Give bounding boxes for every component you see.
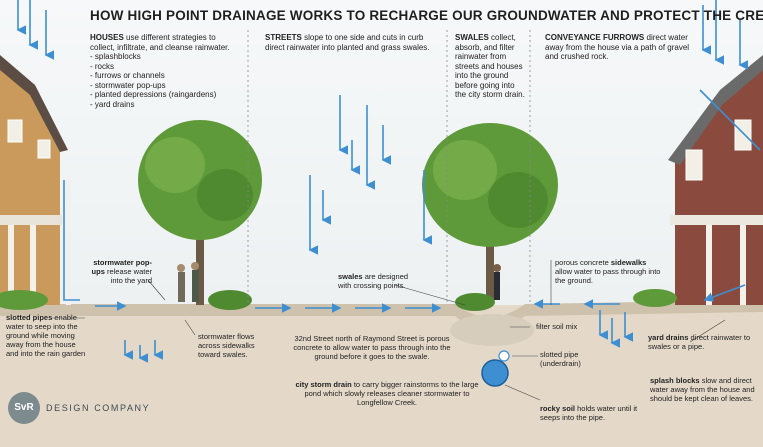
left-yard-shrubs [0, 290, 48, 310]
splash-bold: splash blocks [650, 376, 700, 385]
rocky-bold: rocky soil [540, 404, 576, 413]
list-item: - rocks [90, 61, 114, 71]
storm-drain-text: to carry bigger rainstorms to the large … [304, 380, 479, 407]
filter-soil-label: filter soil mix [536, 322, 578, 331]
slotted-pipe-label: slotted pipe (underdrain) [540, 350, 581, 368]
leader-lines [50, 260, 726, 401]
porous-bold: sidewalks [610, 258, 647, 267]
swales-design-bold: swales [338, 272, 363, 281]
houses-text: use different strategies to collect, inf… [90, 33, 230, 52]
rocky-text: holds water until it seeps into the pipe… [540, 404, 638, 422]
popups-label: stormwater pop-ups release water into th… [88, 258, 152, 285]
pedestrians [177, 262, 501, 302]
slotted-pipes-label: slotted pipes enable water to seep into … [6, 313, 86, 358]
yard-drains-label: yard drains direct rainwater to swales o… [648, 333, 756, 351]
rain-arrows [16, 0, 748, 363]
furrows-column: CONVEYANCE FURROWS direct water away fro… [545, 33, 690, 62]
furrows-text: direct water away from the house via a p… [545, 33, 690, 61]
right-tree [422, 123, 558, 305]
swales-crossing-label: swales are designed with crossing points… [338, 272, 418, 290]
storm-drain-bold: city storm drain [295, 380, 352, 389]
company-name: DESIGN COMPANY [46, 403, 151, 413]
streets-column: STREETS slope to one side and cuts in cu… [265, 33, 435, 52]
rocky-soil-label: rocky soil holds water until it seeps in… [540, 404, 650, 422]
porous-text-a: porous concrete [555, 258, 611, 267]
swale-shrubs [455, 293, 495, 311]
popups-bold: stormwater pop-ups [91, 258, 152, 276]
stormwater-flows-label: stormwater flows across sidewalks toward… [198, 332, 255, 359]
splash-blocks-label: splash blocks slow and direct water away… [650, 376, 758, 403]
yard-text: direct rainwater to swales or a pipe. [648, 333, 751, 351]
houses-heading: HOUSES [90, 33, 124, 42]
slotted-bold: slotted pipes [6, 313, 53, 322]
list-item: - planted depressions (raingardens) [90, 90, 217, 99]
list-item: - furrows or channels [90, 71, 165, 80]
underdrain-pipe [498, 350, 510, 362]
company-logo: SvR [8, 392, 40, 424]
soil-layer [0, 305, 763, 447]
furrows-heading: CONVEYANCE FURROWS [545, 33, 645, 42]
splash-text: slow and direct water away from the hous… [650, 376, 755, 403]
downspout-arrows [63, 89, 761, 301]
list-item: - yard drains [90, 99, 135, 109]
swales-text: collect, absorb, and filter rainwater fr… [455, 33, 525, 99]
porous-sidewalks-label: porous concrete sidewalks allow water to… [555, 258, 665, 285]
houses-column: HOUSES use different strategies to colle… [90, 33, 240, 109]
list-item: - stormwater pop-ups [90, 80, 166, 90]
right-yard-shrubs [633, 289, 677, 307]
ground-surface [0, 300, 763, 331]
swales-column: SWALES collect, absorb, and filter rainw… [455, 33, 525, 100]
left-tree [138, 120, 262, 305]
left-house [0, 55, 71, 305]
column-dividers [247, 30, 531, 305]
raingarden-shrubs [208, 290, 252, 310]
filter-soil-zone [450, 314, 534, 346]
swales-heading: SWALES [455, 33, 489, 42]
right-house [668, 55, 763, 305]
popups-text: release water into the yard [104, 267, 152, 285]
slotted-text: enable water to seep into the ground whi… [6, 313, 86, 358]
list-item: - splashblocks [90, 52, 141, 61]
porous-text-b: allow water to pass through into the gro… [555, 267, 661, 285]
yard-bold: yard drains [648, 333, 689, 342]
storm-drain-label: city storm drain to carry bigger rainsto… [292, 380, 482, 407]
streets-heading: STREETS [265, 33, 302, 42]
street-32-label: 32nd Street north of Raymond Street is p… [293, 334, 451, 361]
streets-text: slope to one side and cuts in curb direc… [265, 33, 430, 52]
page-title: HOW HIGH POINT DRAINAGE WORKS TO RECHARG… [90, 8, 763, 23]
houses-strategies-list: - splashblocks - rocks - furrows or chan… [90, 52, 240, 109]
surface-flow-arrows [95, 284, 746, 313]
storm-drain-pipe [481, 359, 509, 387]
swales-design-text: are designed with crossing points. [338, 272, 409, 290]
